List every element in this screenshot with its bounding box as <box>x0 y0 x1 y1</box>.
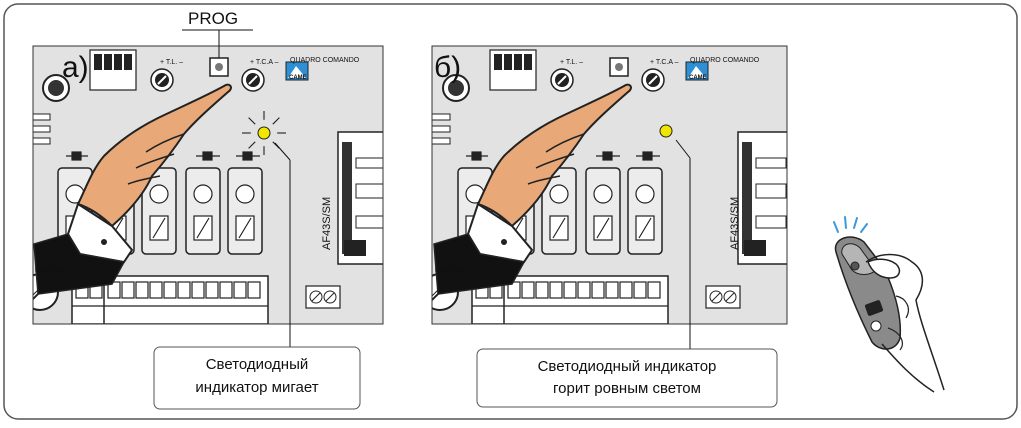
dip-label-3b: 3 <box>514 80 518 86</box>
callout-b-line1: Светодиодный индикатор <box>538 358 717 375</box>
dip-label-1b: 1 <box>494 80 498 86</box>
led-indicator-b-icon <box>659 124 673 138</box>
callout-a-line1: Светодиодный <box>206 356 309 373</box>
tca-label-a: + T.C.A – <box>250 59 279 66</box>
board-frame-a <box>32 45 384 325</box>
callout-box-b <box>476 348 778 408</box>
module-label-a: AF43S/SM <box>321 197 333 250</box>
board-frame-b <box>431 45 788 325</box>
panel-b-label: б) <box>434 51 461 84</box>
brand-label-b: CAME <box>689 75 707 81</box>
dip-label-2b: 2 <box>504 80 508 86</box>
dip-label-3a: 3 <box>114 80 118 86</box>
callout-box-a <box>153 346 361 410</box>
callout-a-line2: индикатор мигает <box>195 379 318 396</box>
dip-label-1a: 1 <box>94 80 98 86</box>
panel-b: б) + T.L. – + T.C.A – QUADRO COMANDO CAM… <box>431 45 788 408</box>
remote-in-hand <box>833 216 945 393</box>
led-indicator-a-icon <box>257 126 271 140</box>
led-leader-a <box>274 142 291 161</box>
dip-label-2a: 2 <box>104 80 108 86</box>
panel-a: а) + T.L. – + T.C.A – QUADRO COMANDO CAM… <box>32 9 384 410</box>
prog-label: PROG <box>188 9 238 28</box>
brand-label-a: CAME <box>289 75 307 81</box>
panel-a-label: а) <box>62 51 89 84</box>
quadro-label-b: QUADRO COMANDO <box>690 57 760 64</box>
callout-b-line2: горит ровным светом <box>553 380 701 397</box>
signal-waves-icon <box>833 216 868 233</box>
control-board-b <box>432 46 787 324</box>
tl-label-a: + T.L. – <box>160 59 183 66</box>
fuse-label-a: ELEC/ENTR 1A <box>35 268 79 274</box>
control-board-a <box>33 46 383 324</box>
dip-label-4b: 4 <box>524 80 528 86</box>
fuse-label-b: ELEC/ENTR 1A <box>435 268 479 274</box>
quadro-label-a: QUADRO COMANDO <box>290 57 360 64</box>
tl-label-b: + T.L. – <box>560 59 583 66</box>
module-label-b: AF43S/SM <box>729 197 741 250</box>
dip-label-4a: 4 <box>124 80 128 86</box>
holding-hand-icon <box>865 253 945 391</box>
led-leader-b <box>675 139 691 159</box>
tca-label-b: + T.C.A – <box>650 59 679 66</box>
